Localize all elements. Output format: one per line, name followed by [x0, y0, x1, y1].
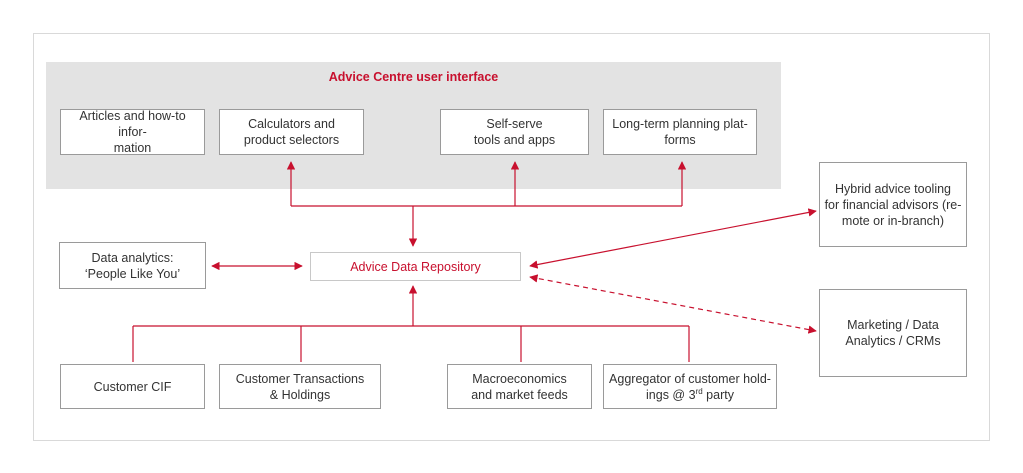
long-term-planning-box: Long-term planning plat- forms: [603, 109, 757, 155]
aggregator-text: Aggregator of customer hold- ings @ 3: [609, 371, 771, 402]
macroeconomics-box: Macroeconomics and market feeds: [447, 364, 592, 409]
calculators-box: Calculators and product selectors: [219, 109, 364, 155]
hybrid-advice-tooling-box: Hybrid advice tooling for financial advi…: [819, 162, 967, 247]
arrow-repository-hybrid: [529, 208, 817, 269]
customer-cif-box: Customer CIF: [60, 364, 205, 409]
aggregator-box: Aggregator of customer hold- ings @ 3rd …: [603, 364, 777, 409]
customer-transactions-box: Customer Transactions & Holdings: [219, 364, 381, 409]
data-analytics-box: Data analytics: ‘People Like You’: [59, 242, 206, 289]
marketing-crm-box: Marketing / Data Analytics / CRMs: [819, 289, 967, 377]
advice-data-repository-box: Advice Data Repository: [310, 252, 521, 281]
aggregator-ordinal: rd: [695, 386, 703, 396]
aggregator-label: Aggregator of customer hold- ings @ 3rd …: [609, 371, 771, 403]
articles-box: Articles and how-to infor- mation: [60, 109, 205, 155]
diagram-frame: [33, 33, 990, 441]
self-serve-box: Self-serve tools and apps: [440, 109, 589, 155]
arrow-repository-marketing: [529, 274, 817, 334]
aggregator-text-end: party: [702, 387, 734, 402]
advice-centre-ui-title: Advice Centre user interface: [328, 70, 499, 84]
